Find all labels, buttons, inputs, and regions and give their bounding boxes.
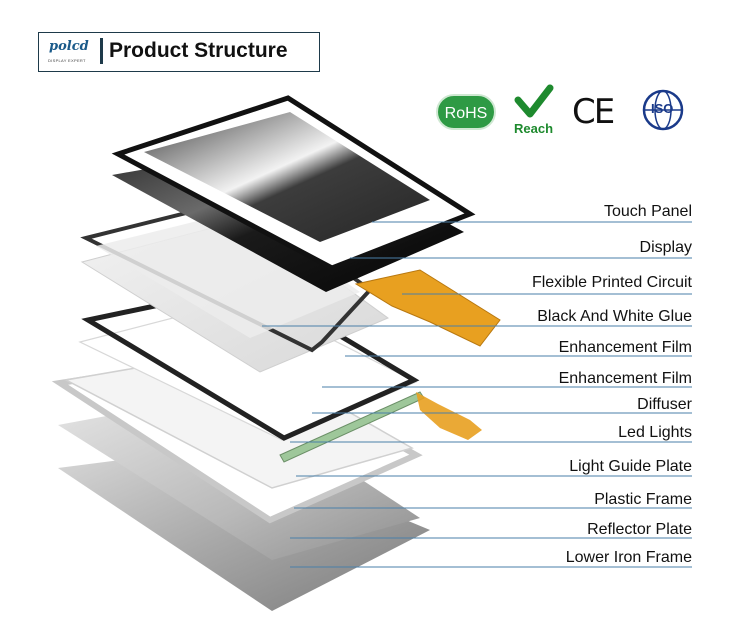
led-fpc-tail [416, 392, 482, 440]
logo-subtext: DISPLAY EXPERT [48, 58, 86, 63]
label-light-guide-plate: Light Guide Plate [569, 458, 692, 475]
label-touch-panel: Touch Panel [603, 203, 692, 220]
label-led-lights: Led Lights [618, 424, 692, 441]
label-enhancement-film-2: Enhancement Film [558, 370, 692, 387]
label-black-and-white-glue: Black And White Glue [537, 308, 692, 325]
iso-globe-icon [642, 89, 684, 131]
iso-label: ISO [651, 101, 674, 116]
header-box: polcd DISPLAY EXPERT Product Structure [38, 32, 320, 72]
page-title: Product Structure [109, 39, 288, 62]
flexible-printed-circuit-layer [354, 269, 501, 347]
label-display: Display [639, 239, 692, 256]
glue-inner-sheet [96, 210, 360, 338]
label-diffuser: Diffuser [637, 396, 692, 413]
ce-mark: CE [572, 92, 615, 132]
rohs-badge: RoHS [436, 94, 496, 130]
brand-logo: polcd DISPLAY EXPERT [39, 33, 99, 70]
reach-label: Reach [514, 121, 554, 136]
label-plastic-frame: Plastic Frame [594, 491, 692, 508]
title-divider [100, 38, 103, 64]
leader-lines [262, 221, 692, 568]
label-flexible-printed-circuit: Flexible Printed Circuit [531, 274, 692, 291]
label-enhancement-film-1: Enhancement Film [558, 339, 692, 356]
logo-text: polcd [49, 39, 89, 54]
label-lower-iron-frame: Lower Iron Frame [565, 549, 692, 566]
touch-panel-glass [144, 112, 430, 242]
reach-check-icon [514, 84, 554, 118]
label-reflector-plate: Reflector Plate [587, 521, 692, 538]
